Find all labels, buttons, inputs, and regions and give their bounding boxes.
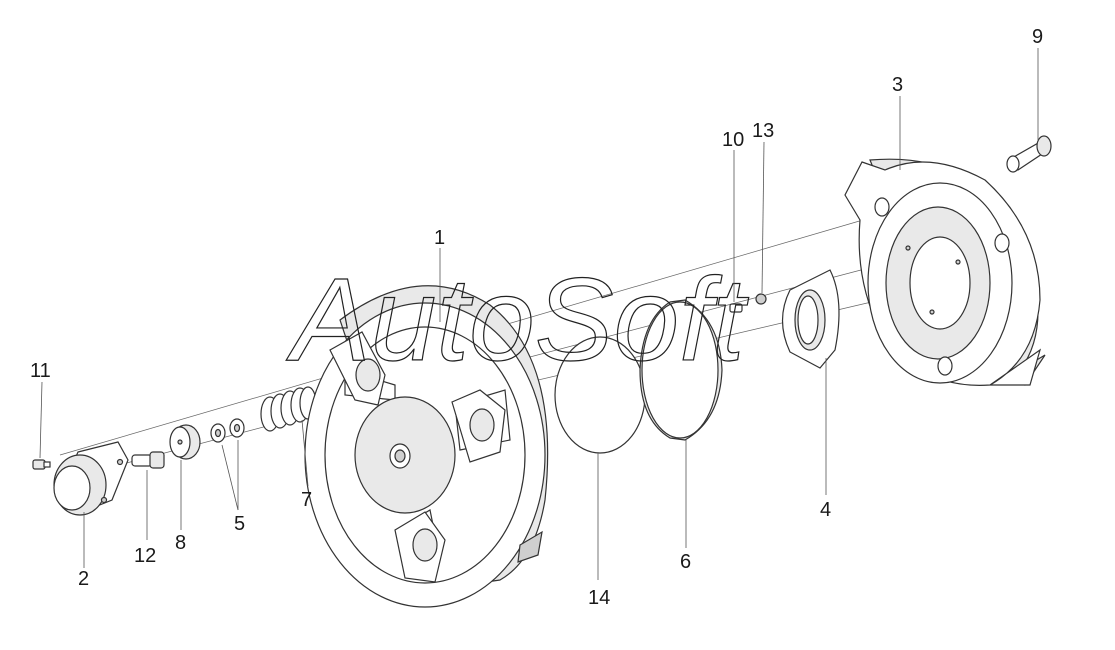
callout-1: 1	[434, 227, 445, 249]
part-7-spring	[260, 386, 317, 432]
callout-labels: 1 2 3 4 5 6 7 8 9 10 11 12 13 14	[30, 26, 1043, 609]
part-9-bolt	[1006, 135, 1052, 173]
callout-12: 12	[134, 545, 156, 567]
part-2-end-cap	[53, 441, 129, 516]
callout-3: 3	[892, 74, 903, 96]
callout-6: 6	[680, 551, 691, 573]
part-10-screw	[729, 303, 743, 313]
part-6-cylinder	[639, 299, 723, 441]
part-4-gasket	[781, 269, 840, 369]
part-1-housing	[304, 285, 549, 608]
callout-13: 13	[752, 120, 774, 142]
callout-8: 8	[175, 532, 186, 554]
part-11-bolt	[32, 459, 51, 470]
callout-10: 10	[722, 129, 744, 151]
callout-14: 14	[588, 587, 610, 609]
part-5-washers	[210, 418, 245, 443]
callout-7: 7	[301, 489, 312, 511]
leader-lines	[39, 48, 1039, 580]
callout-4: 4	[820, 499, 831, 521]
callout-9: 9	[1032, 26, 1043, 48]
part-12-pin	[131, 451, 165, 469]
callout-11: 11	[30, 360, 51, 382]
part-13-nut	[755, 293, 767, 305]
watermark: AutoSoft	[286, 254, 749, 386]
part-3-cover-flange	[844, 158, 1046, 386]
part-8-disk	[169, 424, 201, 460]
callout-5: 5	[234, 513, 245, 535]
callout-2: 2	[78, 568, 89, 590]
